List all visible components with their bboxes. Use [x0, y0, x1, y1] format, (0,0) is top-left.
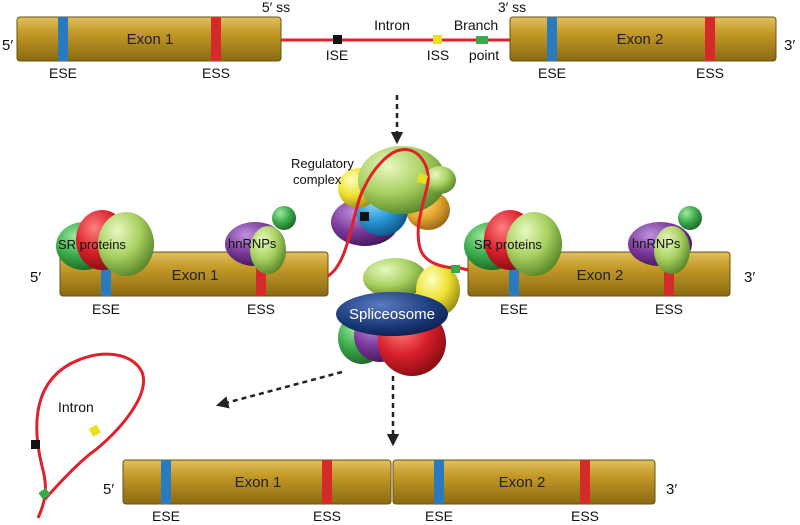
top-exon-1-label: Exon 1 [127, 31, 174, 48]
top-ess-1-mark [211, 17, 221, 61]
bot-ess-1-mark [322, 460, 332, 504]
top-ese-1-label: ESE [49, 65, 77, 81]
top-ise-label: ISE [326, 47, 349, 63]
mid-branch-mark [451, 265, 460, 273]
top-pre-mrna: 5′ Exon 1 ESE ESS 5′ ss Intron ISE ISS B… [2, 0, 795, 81]
bot-exon-2-label: Exon 2 [499, 474, 546, 491]
bot-ese-1-mark [161, 460, 171, 504]
top-iss-mark [433, 35, 442, 44]
top-three-prime-label: 3′ [784, 37, 795, 54]
bot-ese-2-mark [434, 460, 444, 504]
arrow-left [215, 370, 343, 409]
lariat-intron-label: Intron [58, 399, 94, 415]
bottom-lariat: Intron [31, 352, 145, 519]
top-ese-2-mark [547, 17, 557, 61]
hn2-green-blob [678, 206, 702, 230]
top-ess-2-label: ESS [696, 65, 724, 81]
top-ese-1-mark [58, 17, 68, 61]
lariat-branch-mark [38, 487, 51, 500]
top-five-prime-label: 5′ [2, 37, 13, 54]
mid-three-prime-label: 3′ [744, 269, 755, 286]
bottom-mrna: 5′ Exon 1 ESE ESS Exon 2 ESE ESS 3′ [103, 459, 677, 524]
top-ess-1-label: ESS [202, 65, 230, 81]
middle-complex: Regulatory complex 5′ Exon 1 ESE ESS SR … [30, 146, 755, 376]
sr1-lime-blob [98, 212, 154, 276]
sr2-lime-blob [506, 212, 562, 276]
bot-ese-2-label: ESE [425, 508, 453, 524]
top-ese-2-label: ESE [538, 65, 566, 81]
top-5ss-label: 5′ ss [262, 0, 290, 15]
hn1-lime-blob [250, 226, 286, 274]
mid-ese-2-mark [509, 252, 519, 296]
mid-ese-1-label: ESE [92, 301, 120, 317]
mid-ess-1-mark [256, 252, 266, 296]
top-branch-label-1: Branch [454, 17, 498, 33]
hn1-green-blob [272, 206, 296, 230]
top-ess-2-mark [705, 17, 715, 61]
lariat-ise-mark [31, 440, 40, 449]
hn2-lime-blob [654, 226, 690, 274]
reg-label-1: Regulatory [291, 156, 354, 171]
mid-ese-1-mark [101, 252, 111, 296]
mid-ese-2-label: ESE [500, 301, 528, 317]
sr2-label: SR proteins [474, 237, 542, 252]
spliceosome-ellipse [336, 292, 448, 336]
hn2-label: hnRNPs [632, 236, 681, 251]
top-3ss-label: 3′ ss [498, 0, 526, 15]
bot-ese-1-label: ESE [152, 508, 180, 524]
lariat-iss-mark [88, 424, 101, 437]
top-exon-2-label: Exon 2 [617, 31, 664, 48]
mid-exon-1-label: Exon 1 [172, 267, 219, 284]
mid-ise-mark [360, 212, 369, 221]
mid-ess-2-label: ESS [655, 301, 683, 317]
lariat-intron-path [35, 352, 145, 519]
bot-ess-1-label: ESS [313, 508, 341, 524]
reg-lime-small-blob [424, 166, 456, 194]
reg-label-2: complex [293, 172, 342, 187]
mid-iss-mark [416, 172, 429, 185]
top-branch-label-2: point [469, 47, 499, 63]
mid-ess-2-mark [664, 252, 674, 296]
bot-ess-2-label: ESS [571, 508, 599, 524]
bot-exon-1-label: Exon 1 [235, 474, 282, 491]
top-branch-mark [476, 36, 488, 44]
sr1-label: SR proteins [58, 237, 126, 252]
top-iss-label: ISS [427, 47, 450, 63]
top-ise-mark [333, 35, 342, 44]
spliceosome-label: Spliceosome [349, 306, 435, 323]
splice-lime-blob [363, 258, 427, 298]
top-intron-label: Intron [374, 17, 410, 33]
mid-ess-1-label: ESS [247, 301, 275, 317]
bot-five-prime-label: 5′ [103, 481, 114, 498]
mid-exon-2-label: Exon 2 [577, 267, 624, 284]
hn1-label: hnRNPs [228, 236, 277, 251]
bot-three-prime-label: 3′ [666, 481, 677, 498]
mid-intron-path [327, 148, 469, 278]
bot-ess-2-mark [580, 460, 590, 504]
mid-five-prime-label: 5′ [30, 269, 41, 286]
